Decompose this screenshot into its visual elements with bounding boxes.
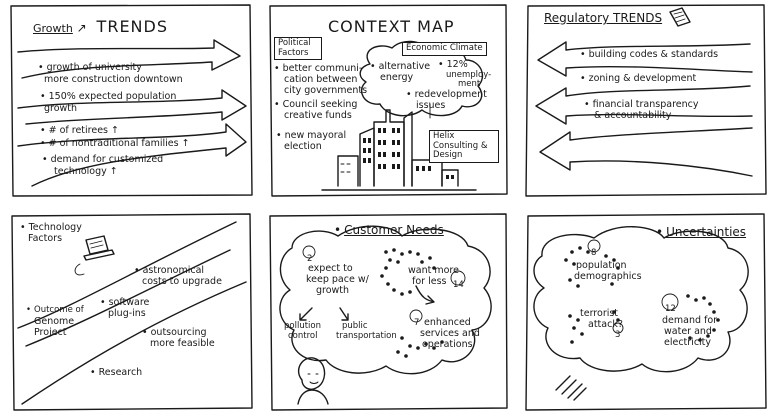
customer-number-2: 2 [307,254,313,264]
technology-title-line2: Factors [28,233,63,244]
technology-item-outsourcing: outsourcing [142,327,207,339]
document-icon [670,8,690,26]
customer-item-want-more-2: for less [412,276,447,287]
customer-item-transport: public [342,321,368,331]
customer-number-14: 14 [453,280,464,290]
economic-item-unemployment: 12% [438,59,468,71]
context-item-communication: better communi- [274,63,363,75]
uncertainty-number-12: 12 [665,304,676,314]
customer-item-keep-pace-2: keep pace w/ [306,274,369,285]
customer-item-enhanced-2: services and [420,328,480,339]
context-item-election-2: election [284,141,322,152]
panel-customer-needs: Customer Needs 2 expect to keep pace w/ … [262,208,510,414]
trend-up-icon: ↗ [76,21,87,35]
technology-item-outsourcing-2: more feasible [150,338,215,349]
uncertainties-title: Uncertainties [656,225,747,239]
growth-title-trends: TRENDS [96,17,168,36]
company-sign: Helix Consulting & Design [429,130,499,163]
customer-item-pollution-2: control [288,331,318,341]
uncertainty-item-population-2: demographics [574,271,642,282]
uncertainties-frame [525,213,767,411]
context-item-council-2: creative funds [284,110,352,121]
technology-item-software-2: plug-ins [108,308,146,319]
regulatory-item-transparency-2: & accountability [594,110,672,121]
growth-item-population-2: growth [44,103,78,114]
customer-item-pollution: pollution [284,321,321,331]
economic-item-unemployment-2: unemploy- [446,70,492,80]
context-item-election: new mayoral [276,130,347,142]
customer-title: Customer Needs [334,223,444,237]
regulatory-item-transparency: financial transparency [584,99,699,111]
customer-item-transport-2: transportation [336,331,397,341]
panel-growth-trends: Growth ↗ TRENDS growth of university mor… [0,0,256,200]
context-item-communication-2: cation between [284,74,358,85]
person-icon [296,358,330,406]
technology-item-genome: Outcome of [26,305,84,316]
economic-item-energy-2: energy [380,72,414,83]
customer-title-text: Customer Needs [344,223,444,237]
economic-item-energy: alternative [370,61,430,73]
growth-item-construction: more construction downtown [44,74,183,85]
customer-item-enhanced: enhanced [424,317,471,328]
technology-item-research: Research [90,367,143,379]
customer-item-keep-pace: expect to [308,263,353,274]
growth-item-population: 150% expected population [40,91,177,103]
uncertainty-item-demand-3: electricity [664,337,712,348]
technology-title-line1: Technology [20,222,82,233]
panel-regulatory-trends: Regulatory TRENDS building codes & stand… [514,0,770,200]
economic-item-unemployment-3: ment [458,79,481,89]
economic-climate-box: Economic Climate [402,42,487,56]
context-item-council: Council seeking [274,99,358,111]
panel-technology-factors: Technology Factors astronomical costs to… [0,208,256,414]
regulatory-title: Regulatory TRENDS [544,12,662,25]
uncertainty-item-demand: demand for [662,315,718,326]
panel-uncertainties: Uncertainties 8 population demographics … [514,208,770,414]
uncertainty-number-3: 3 [615,330,621,340]
regulatory-title-text: Regulatory TRENDS [544,11,663,25]
technology-item-costs: astronomical [134,265,204,277]
technology-item-costs-2: costs to upgrade [142,276,222,287]
context-title: CONTEXT MAP [328,17,455,36]
customer-number-7: 7 [414,318,420,328]
growth-item-university: growth of university [38,62,142,74]
technology-item-software: software [100,297,150,309]
uncertainty-item-demand-2: water and [664,326,712,337]
growth-title-word: Growth [33,22,73,35]
panel-context-map: CONTEXT MAP Political Factors Economic C… [262,0,510,200]
growth-item-retirees: # of retirees ↑ [40,125,119,137]
regulatory-item-zoning: zoning & development [580,73,697,85]
uncertainties-title-text: Uncertainties [666,225,747,239]
regulatory-item-codes: building codes & standards [580,49,718,61]
growth-item-technology: demand for customized [42,154,164,166]
technology-item-genome-3: Project [34,327,67,338]
customer-item-enhanced-3: operations [422,339,473,350]
technology-title: Technology Factors [20,222,82,244]
political-factors-box: Political Factors [274,37,322,60]
context-frame [269,4,508,197]
uncertainty-item-terrorist: terrorist [580,308,619,319]
uncertainty-item-population: population [576,260,627,271]
uncertainty-number-8: 8 [591,248,597,258]
context-item-communication-3: city governments [284,85,368,96]
customer-frame [269,213,508,411]
growth-title: Growth ↗ TRENDS [33,18,168,36]
growth-item-families: # of nontraditional families ↑ [40,138,190,150]
economic-item-redevelopment: redevelopment [406,89,487,101]
uncertainty-item-terrorist-2: attack? [588,319,623,330]
economic-item-redevelopment-2: issues [416,100,446,111]
technology-item-genome-2: Genome [34,316,75,327]
customer-item-keep-pace-3: growth [316,285,350,296]
customer-item-want-more: want more [408,265,459,276]
regulatory-frame [525,4,767,197]
growth-item-technology-2: technology ↑ [54,166,118,177]
